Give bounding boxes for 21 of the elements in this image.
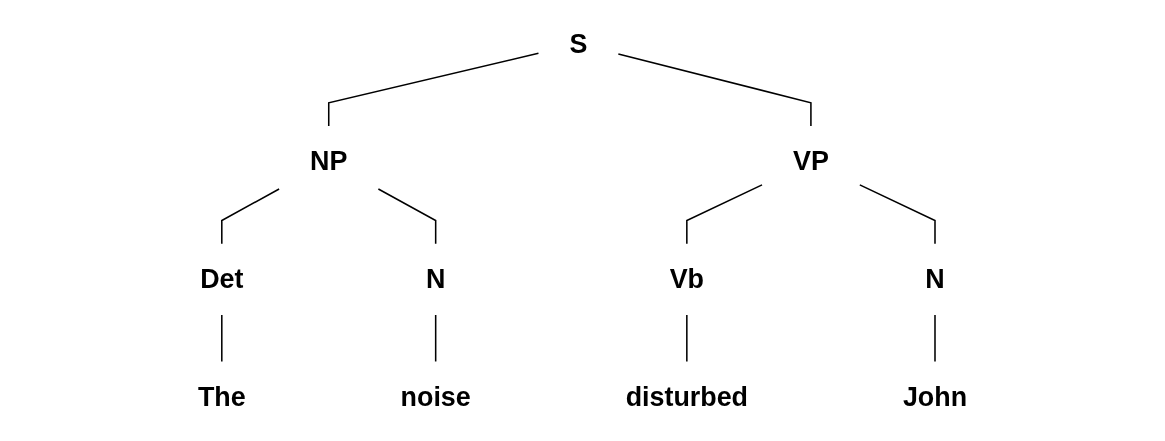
connector bbox=[221, 314, 223, 363]
connector bbox=[686, 314, 688, 363]
node-text: NP bbox=[310, 145, 348, 177]
node-text: N bbox=[925, 263, 945, 295]
node-text: disturbed bbox=[625, 381, 748, 413]
node-text: S bbox=[569, 27, 588, 59]
connector bbox=[686, 184, 763, 245]
connector bbox=[377, 188, 437, 245]
connector bbox=[617, 53, 812, 127]
connector bbox=[934, 314, 936, 363]
node-text: Det bbox=[200, 263, 244, 295]
node-text: The bbox=[197, 381, 246, 413]
node-text: N bbox=[425, 263, 446, 295]
node-text: VP bbox=[793, 145, 829, 177]
connector bbox=[434, 314, 437, 363]
node-text: John bbox=[902, 381, 968, 413]
connector bbox=[859, 184, 936, 245]
node-text: Vb bbox=[669, 263, 704, 295]
node-text: noise bbox=[400, 381, 471, 413]
connector bbox=[327, 52, 540, 127]
connector bbox=[221, 188, 280, 245]
